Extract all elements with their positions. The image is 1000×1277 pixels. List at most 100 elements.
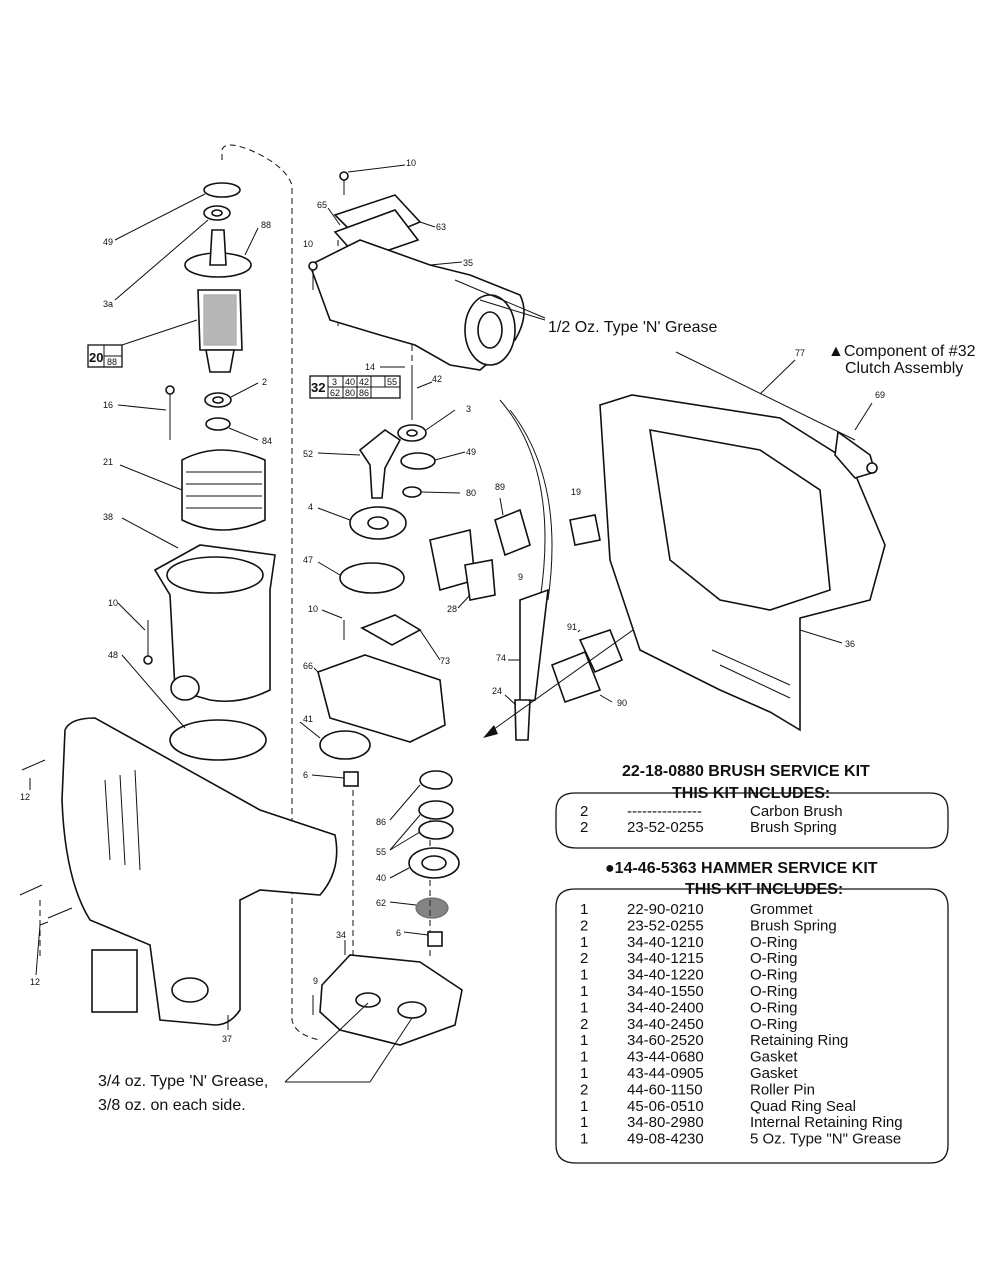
- callout-4: 4: [308, 502, 313, 512]
- hammer-kit-desc: Grommet: [750, 901, 813, 918]
- callout-36: 36: [845, 639, 855, 649]
- part-10-screw-top: [339, 164, 406, 195]
- grease-lines-lower: [284, 1002, 413, 1083]
- callout-34: 34: [336, 930, 346, 940]
- callout-16: 16: [103, 400, 113, 410]
- kit-box-32: 32 3 40 42 55 62 80 86: [309, 375, 401, 399]
- part-35-gear-housing: [309, 239, 546, 371]
- callout-65: 65: [317, 200, 327, 210]
- callout-86: 86: [376, 817, 386, 827]
- callout-52: 52: [303, 449, 313, 459]
- callout-74: 74: [496, 653, 506, 663]
- hammer-kit-qty: 2: [580, 1016, 588, 1033]
- hammer-kit-part: 34-40-2450: [627, 1016, 704, 1033]
- note-component: Clutch Assembly: [845, 360, 963, 377]
- hammer-service-kit: ●14-46-5363 HAMMER SERVICE KIT THIS KIT …: [555, 860, 949, 1164]
- hammer-kit-qty: 2: [580, 917, 588, 934]
- hammer-kit-desc: Gasket: [750, 1049, 798, 1066]
- hammer-kit-qty: 2: [580, 1081, 588, 1098]
- callout-10: 10: [108, 598, 118, 608]
- note-grease-half: 1/2 Oz. Type 'N' Grease: [548, 319, 718, 336]
- hammer-kit-qty: 1: [580, 999, 588, 1016]
- part-6-bushing: [311, 771, 359, 787]
- hammer-kit-qty: 1: [580, 1114, 588, 1131]
- part-10-screw-left: [117, 602, 153, 665]
- part-10-screw-housing: [308, 261, 318, 290]
- callout-10: 10: [308, 604, 318, 614]
- box-32-r2: 86: [359, 388, 369, 398]
- part-34-gear-case: [319, 940, 463, 1046]
- brush-kit-desc: Carbon Brush: [750, 803, 843, 820]
- hammer-kit-qty: 1: [580, 1098, 588, 1115]
- callout-55: 55: [376, 847, 386, 857]
- callout-49: 49: [466, 447, 476, 457]
- note-grease-3q: 3/8 oz. on each side.: [98, 1097, 246, 1114]
- brush-kit-part: ---------------: [627, 803, 702, 820]
- hammer-kit-qty: 1: [580, 967, 588, 984]
- note-component: ▲Component of #32: [828, 343, 976, 360]
- callout-6: 6: [396, 928, 401, 938]
- hammer-kit-part: 22-90-0210: [627, 901, 704, 918]
- callout-42: 42: [432, 374, 442, 384]
- part-38-housing: [121, 517, 276, 703]
- brush-kit-title: 22-18-0880 BRUSH SERVICE KIT: [622, 763, 870, 780]
- box-32-r1: 3: [332, 377, 337, 387]
- hammer-kit-part: 34-40-2400: [627, 999, 704, 1016]
- part-48-oring: [121, 654, 267, 761]
- hammer-kit-desc: O-Ring: [750, 1016, 798, 1033]
- box-32-r1: 42: [359, 377, 369, 387]
- hammer-kit-desc: O-Ring: [750, 934, 798, 951]
- callout-40: 40: [376, 873, 386, 883]
- callout-9: 9: [313, 976, 318, 986]
- hammer-kit-desc: O-Ring: [750, 967, 798, 984]
- hammer-kit-part: 34-40-1210: [627, 934, 704, 951]
- brush-service-kit: 22-18-0880 BRUSH SERVICE KIT THIS KIT IN…: [555, 763, 949, 849]
- callout-12: 12: [20, 792, 30, 802]
- brush-kit-part: 23-52-0255: [627, 819, 704, 836]
- part-40-gear: [389, 847, 460, 879]
- hammer-kit-desc: Quad Ring Seal: [750, 1098, 856, 1115]
- box-32-r2: 62: [330, 388, 340, 398]
- callout-84: 84: [262, 436, 272, 446]
- brush-kit-row: 2 --------------- Carbon Brush: [580, 803, 843, 820]
- hammer-kit-qty: 1: [580, 901, 588, 918]
- part-90-brush: [550, 650, 613, 704]
- box-20-main: 20: [89, 350, 103, 365]
- callout-9: 9: [518, 572, 523, 582]
- part-80-washer: [402, 486, 461, 498]
- callout-80: 80: [466, 488, 476, 498]
- hammer-kit-desc: Internal Retaining Ring: [750, 1114, 903, 1131]
- part-52-spindle: [317, 429, 402, 499]
- part-42-pin: [411, 370, 433, 420]
- part-88-fan: [184, 227, 259, 278]
- part-10-screw-center: [321, 609, 345, 640]
- callout-14: 14: [365, 362, 375, 372]
- hammer-kit-desc: Brush Spring: [750, 917, 837, 934]
- hammer-kit-qty: 1: [580, 934, 588, 951]
- hammer-kit-row: 1 22-90-0210 Grommet: [580, 901, 813, 918]
- callout-91: 91: [567, 622, 577, 632]
- callout-41: 41: [303, 714, 313, 724]
- callout-49: 49: [103, 237, 113, 247]
- hammer-kit-desc: Gasket: [750, 1065, 798, 1082]
- hammer-kit-qty: 1: [580, 983, 588, 1000]
- brush-kit-desc: Brush Spring: [750, 819, 837, 836]
- part-2-bearing: [204, 382, 259, 408]
- callout-10: 10: [406, 158, 416, 168]
- part-55-bearings: [389, 800, 454, 851]
- hammer-kit-qty: 1: [580, 1032, 588, 1049]
- hammer-kit-desc: O-Ring: [750, 983, 798, 1000]
- hammer-kit-title: ●14-46-5363 HAMMER SERVICE KIT: [605, 860, 878, 877]
- callout-77: 77: [795, 348, 805, 358]
- callout-88: 88: [261, 220, 271, 230]
- hammer-kit-desc: 5 Oz. Type "N" Grease: [750, 1131, 901, 1148]
- brush-kit-row: 2 23-52-0255 Brush Spring: [580, 819, 837, 836]
- part-47-oring: [317, 561, 405, 594]
- part-4-bearing: [317, 506, 407, 540]
- callout-66: 66: [303, 661, 313, 671]
- callout-89: 89: [495, 482, 505, 492]
- hammer-kit-part: 43-44-0905: [627, 1065, 704, 1082]
